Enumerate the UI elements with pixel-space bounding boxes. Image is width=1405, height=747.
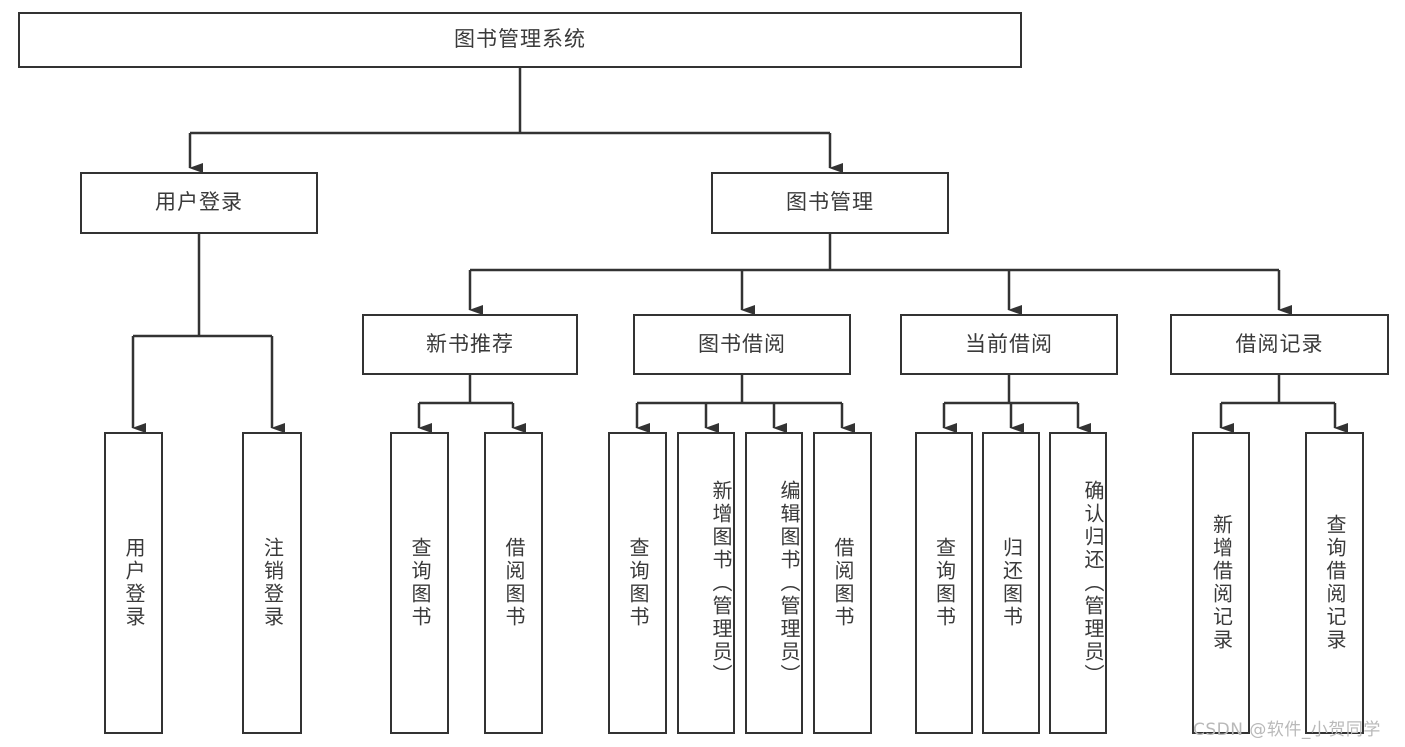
node-root[interactable]: 图书管理系统 xyxy=(18,12,1022,68)
node-leaf-borrow-book-2[interactable]: 借阅图书 xyxy=(813,432,872,734)
node-leaf-return-book-label: 归还图书 xyxy=(999,537,1024,629)
node-leaf-user-login-label: 用户登录 xyxy=(122,537,146,629)
node-new-book-recommend-label: 新书推荐 xyxy=(426,331,514,356)
node-book-borrow-label: 图书借阅 xyxy=(698,331,786,356)
node-leaf-edit-book[interactable]: 编辑图书（管理员） xyxy=(745,432,803,734)
node-leaf-add-record[interactable]: 新增借阅记录 xyxy=(1192,432,1250,734)
node-user-login-label: 用户登录 xyxy=(155,190,243,215)
node-book-management[interactable]: 图书管理 xyxy=(711,172,949,234)
node-book-management-label: 图书管理 xyxy=(786,190,874,215)
node-leaf-user-login[interactable]: 用户登录 xyxy=(104,432,163,734)
node-leaf-query-book-2-label: 查询图书 xyxy=(626,537,650,629)
node-leaf-query-book-1-label: 查询图书 xyxy=(408,537,432,629)
node-leaf-query-book-1[interactable]: 查询图书 xyxy=(390,432,449,734)
node-borrow-record[interactable]: 借阅记录 xyxy=(1170,314,1389,375)
node-root-label: 图书管理系统 xyxy=(454,27,586,52)
node-leaf-user-logout[interactable]: 注销登录 xyxy=(242,432,302,734)
node-leaf-query-record[interactable]: 查询借阅记录 xyxy=(1305,432,1364,734)
node-leaf-query-book-3[interactable]: 查询图书 xyxy=(915,432,973,734)
node-leaf-user-logout-label: 注销登录 xyxy=(260,537,285,629)
watermark: CSDN @软件_小贺同学 xyxy=(1193,720,1381,740)
node-leaf-borrow-book-1[interactable]: 借阅图书 xyxy=(484,432,543,734)
node-leaf-query-book-3-label: 查询图书 xyxy=(932,537,957,629)
node-current-borrow-label: 当前借阅 xyxy=(965,331,1053,356)
node-leaf-borrow-book-2-label: 借阅图书 xyxy=(831,537,855,629)
node-current-borrow[interactable]: 当前借阅 xyxy=(900,314,1118,375)
node-leaf-query-book-2[interactable]: 查询图书 xyxy=(608,432,667,734)
node-leaf-borrow-book-1-label: 借阅图书 xyxy=(502,537,526,629)
node-leaf-edit-book-label: 编辑图书（管理员） xyxy=(777,479,801,687)
node-leaf-return-book[interactable]: 归还图书 xyxy=(982,432,1040,734)
node-leaf-add-record-label: 新增借阅记录 xyxy=(1209,514,1234,652)
node-user-login[interactable]: 用户登录 xyxy=(80,172,318,234)
node-leaf-query-record-label: 查询借阅记录 xyxy=(1323,514,1347,652)
node-borrow-record-label: 借阅记录 xyxy=(1235,331,1324,356)
node-leaf-add-book[interactable]: 新增图书（管理员） xyxy=(677,432,735,734)
node-book-borrow[interactable]: 图书借阅 xyxy=(633,314,851,375)
node-leaf-add-book-label: 新增图书（管理员） xyxy=(709,479,733,687)
node-new-book-recommend[interactable]: 新书推荐 xyxy=(362,314,578,375)
node-leaf-confirm-return-label: 确认归还（管理员） xyxy=(1081,479,1105,687)
node-leaf-confirm-return[interactable]: 确认归还（管理员） xyxy=(1049,432,1107,734)
